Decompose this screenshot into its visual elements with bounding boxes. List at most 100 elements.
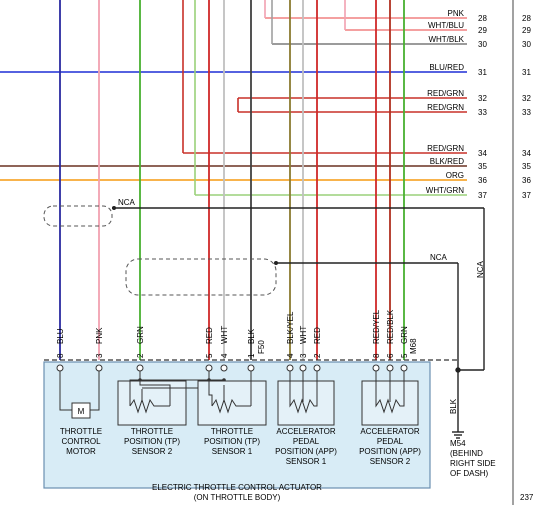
connector-f50-label: F50 [257,340,266,354]
m68-pin-labels: 4 BLK/YEL 3 WHT 2 RED 8 RED/YEL 6 RED/BLK 5 GRN [286,309,409,358]
m68-labels-pin-3: 3 [299,353,308,358]
component-3-line-0: ACCELERATOR [276,427,335,436]
far-right-pin-34: 34 [522,149,531,158]
bus-pin-29: 29 [478,26,487,35]
m68-labels-wire-2: RED [313,327,322,344]
component-3-line-1: PEDAL [293,437,320,446]
nca-label-3: NCA [476,260,485,278]
bus-wire-label-32: RED/GRN [427,89,464,98]
component-4-line-3: SENSOR 2 [370,457,411,466]
component-2-line-1: POSITION (TP) [204,437,260,446]
ground-wire-label: BLK [449,398,458,414]
far-right-pin-33: 33 [522,108,531,117]
component-3-line-2: POSITION (APP) [275,447,337,456]
component-2-line-0: THROTTLE [211,427,253,436]
f50-labels-wire-0: BLU [56,328,65,344]
m68-labels-pin-6: 6 [386,353,395,358]
component-3-line-3: SENSOR 1 [286,457,327,466]
tp-sensor-2-symbol [117,371,224,426]
bus-pin-36: 36 [478,176,487,185]
bus-wire-label-34: RED/GRN [427,144,464,153]
f50-labels-pin-3: 3 [95,353,104,358]
tp-sensor-1-symbol [197,371,267,426]
component-0-line-0: THROTTLE [60,427,102,436]
far-right-pin-32: 32 [522,94,531,103]
bus-wire-label-31: BLU/RED [429,63,464,72]
bus-risers [182,0,346,195]
connector-pins [56,364,408,372]
ground-note-line-2: RIGHT SIDE [450,459,496,468]
nca-label-2: NCA [430,253,448,262]
motor-m-letter: M [78,407,85,416]
f50-labels-pin-5: 5 [205,353,214,358]
m68-labels-wire-3: RED/YEL [372,309,381,344]
m68-labels-wire-0: BLK/YEL [286,311,295,344]
bus-wire-label-37: WHT/GRN [426,186,464,195]
bus-pin-37: 37 [478,191,487,200]
m68-labels-wire-1: WHT [299,326,308,344]
box-caption-line-1: ELECTRIC THROTTLE CONTROL ACTUATOR [152,483,322,492]
shield-2: NCA [125,253,458,296]
f50-labels-pin-2: 2 [136,353,145,358]
f50-labels-wire-4: WHT [220,326,229,344]
far-right-pin-31: 31 [522,68,531,77]
component-1-line-2: SENSOR 2 [132,447,173,456]
app-sensor-2-symbol [361,371,419,426]
box-caption-line-2: (ON THROTTLE BODY) [194,493,281,502]
bus-wire-label-28: PNK [448,9,465,18]
motor-symbol: M [59,371,100,419]
bus-pin-31: 31 [478,68,487,77]
shield-1: NCA [43,198,484,227]
far-right-pin-30: 30 [522,40,531,49]
m68-labels-pin-4: 4 [286,353,295,358]
app-sensor-1-symbol [277,371,335,426]
bus-wire-group: PNK28WHT/BLU29WHT/BLK30BLU/RED31RED/GRN3… [0,9,487,200]
component-2-line-2: SENSOR 1 [212,447,253,456]
far-right-pin-28: 28 [522,14,531,23]
far-right-pin-29: 29 [522,26,531,35]
far-right-pin-column: 28 29 30 31 32 33 34 35 36 37 [522,14,531,200]
ground-note-line-3: OF DASH) [450,469,489,478]
m68-labels-wire-4: RED/BLK [386,309,395,344]
component-4-line-0: ACCELERATOR [360,427,419,436]
bus-pin-35: 35 [478,162,487,171]
ground-symbol [452,360,464,439]
f50-labels-wire-5: BLK [247,328,256,344]
bus-wire-label-36: ORG [446,171,464,180]
bus-wire-label-35: BLK/RED [430,157,464,166]
f50-labels-pin-8: 8 [56,353,65,358]
component-4-line-1: PEDAL [377,437,404,446]
far-right-pin-35: 35 [522,162,531,171]
ground-note-line-0: M54 [450,439,466,448]
component-0-line-1: CONTROL [61,437,101,446]
bus-wire-label-30: WHT/BLK [428,35,464,44]
bus-pin-28: 28 [478,14,487,23]
m68-labels-pin-8: 8 [372,353,381,358]
far-right-pin-37: 37 [522,191,531,200]
page-corner-number: 237 [520,493,534,502]
bus-wire-label-33: RED/GRN [427,103,464,112]
f50-labels-pin-1: 1 [247,353,256,358]
component-1-line-0: THROTTLE [131,427,173,436]
component-4-line-2: POSITION (APP) [359,447,421,456]
bus-wire-label-29: WHT/BLU [428,21,464,30]
component-0-line-2: MOTOR [66,447,96,456]
m68-labels-pin-5: 5 [400,353,409,358]
bus-pin-34: 34 [478,149,487,158]
ground-note-line-1: (BEHIND [450,449,483,458]
f50-labels-wire-2: GRN [136,326,145,344]
m68-labels-pin-2: 2 [313,353,322,358]
bus-pin-33: 33 [478,108,487,117]
m68-labels-wire-5: GRN [400,326,409,344]
bus-pin-32: 32 [478,94,487,103]
connector-m68-label: M68 [409,338,418,354]
far-right-pin-36: 36 [522,176,531,185]
harness-verticals [59,0,405,360]
f50-labels-pin-4: 4 [220,353,229,358]
nca-label-1: NCA [118,198,136,207]
